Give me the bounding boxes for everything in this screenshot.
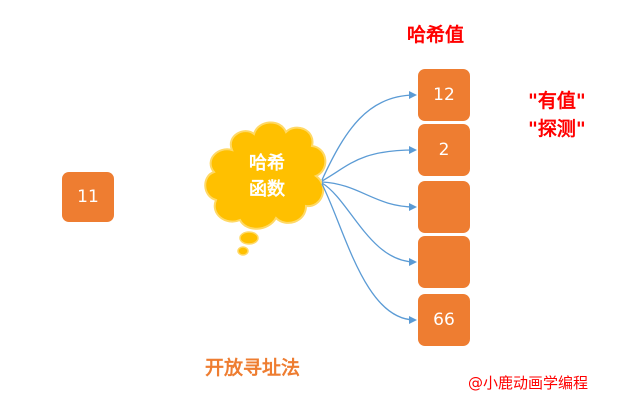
slot-4 — [418, 236, 470, 288]
arrow-to-slot-2 — [321, 146, 417, 182]
cloud-shape — [204, 121, 327, 230]
open-addressing-label: 开放寻址法 — [205, 357, 301, 379]
hash-function-cloud — [204, 121, 327, 256]
arrow-to-slot-3 — [321, 181, 417, 211]
slot-3 — [418, 181, 470, 233]
input-key-box: 11 — [62, 172, 114, 222]
arrow-to-slot-4 — [321, 182, 417, 266]
hash-value-title: 哈希值 — [407, 24, 465, 46]
annotation-has-value: "有值" — [528, 90, 586, 112]
slot-1: 12 — [418, 69, 470, 121]
slot-5: 66 — [418, 294, 470, 346]
hash-function-line1: 哈希 — [249, 153, 285, 174]
hash-function-label: 哈希 函数 — [227, 151, 307, 203]
hash-function-line2: 函数 — [249, 179, 285, 200]
hash-arrows — [321, 91, 417, 324]
arrow-to-slot-5 — [321, 183, 417, 324]
credit-text: @小鹿动画学编程 — [468, 374, 589, 392]
slot-2: 2 — [418, 124, 470, 176]
arrow-to-slot-1 — [321, 91, 417, 181]
annotation-probe: "探测" — [528, 118, 586, 140]
cloud-tail-small — [237, 246, 249, 256]
cloud-tail-large — [239, 231, 259, 245]
